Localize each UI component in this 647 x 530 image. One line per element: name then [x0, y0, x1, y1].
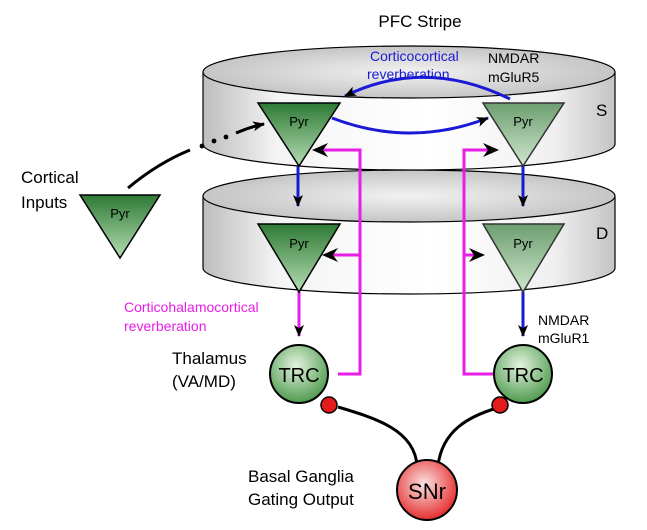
arrowhead	[469, 248, 485, 262]
arrowhead	[483, 143, 499, 157]
snr-connections	[337, 405, 498, 467]
pyr-label: Pyr	[513, 114, 533, 129]
magenta-arrowheads	[312, 143, 499, 262]
trc-label: TRC	[502, 365, 543, 387]
pyr-neuron-right-d: Pyr	[481, 223, 566, 294]
synapse-left	[320, 396, 338, 414]
snr-to-right-trc	[436, 406, 498, 467]
reverb-arc-bottom	[331, 116, 489, 135]
arrowhead	[322, 248, 338, 262]
pyr-label: Pyr	[289, 236, 309, 251]
basal-ganglia-line2: Gating Output	[248, 490, 354, 509]
mglur1-label: mGluR1	[538, 330, 590, 346]
arrowhead	[312, 143, 328, 157]
trc-node-left: TRC	[269, 344, 329, 404]
corticohalamo-label-line1: Corticohalamocortical	[124, 299, 259, 315]
pyr-neuron-input: Pyr	[78, 194, 162, 260]
pyr-label: Pyr	[289, 114, 309, 129]
corticothalamocortical-loops	[318, 148, 496, 376]
corticohalamo-label-line2: reverberation	[124, 318, 207, 334]
corticocortical-reverberation	[293, 75, 528, 337]
pyr-label: Pyr	[110, 206, 130, 221]
thalamus-label-line2: (VA/MD)	[172, 372, 236, 391]
layer-s-label: S	[596, 101, 607, 120]
thalamus-label-line1: Thalamus	[172, 349, 247, 368]
pyr-neuron-left-s: Pyr	[256, 102, 342, 168]
pyr-neuron-right-s: Pyr	[481, 102, 566, 168]
trc-node-right: TRC	[493, 344, 553, 404]
mglur5-label: mGluR5	[488, 69, 540, 85]
corticocortical-label-line2: reverberation	[367, 66, 450, 82]
nmdar-top-label: NMDAR	[488, 50, 539, 66]
pyr-label: Pyr	[513, 236, 533, 251]
diagram-title: PFC Stripe	[378, 12, 461, 31]
corticocortical-label-line1: Corticocortical	[370, 48, 459, 64]
cortical-inputs-line1: Cortical	[21, 168, 79, 187]
left-loop	[318, 148, 362, 376]
right-loop	[462, 148, 496, 376]
cortical-inputs-line2: Inputs	[21, 193, 67, 212]
nmdar-bottom-label: NMDAR	[538, 312, 589, 328]
snr-label: SNr	[408, 479, 446, 504]
snr-node: SNr	[396, 459, 458, 521]
pyr-neuron-left-d: Pyr	[256, 223, 342, 294]
trc-label: TRC	[278, 365, 319, 387]
reverb-arc-top	[344, 75, 511, 101]
layer-d-label: D	[596, 224, 608, 243]
basal-ganglia-line1: Basal Ganglia	[248, 467, 354, 486]
snr-to-left-trc	[337, 405, 419, 467]
cortical-input-pathway	[127, 121, 265, 190]
synapse-right	[491, 396, 509, 414]
